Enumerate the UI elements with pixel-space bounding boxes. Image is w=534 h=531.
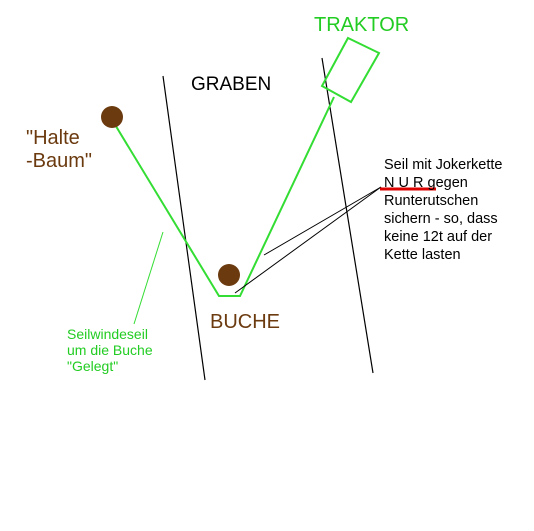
traktor-label: TRAKTOR <box>314 14 410 36</box>
note-line-4: sichern - so, dass <box>384 211 498 227</box>
halte-baum-label: "Halte -Baum" <box>26 127 92 173</box>
halte-baum-line-1: "Halte <box>26 127 80 149</box>
tractor-shape <box>320 36 381 104</box>
note-line-1: Seil mit Jokerkette <box>384 157 503 173</box>
seilwindeseil-line-3: "Gelegt" <box>67 358 119 375</box>
seilwinde-pointer-line <box>133 231 164 325</box>
note-line-6: Kette lasten <box>384 247 461 263</box>
buche-label: BUCHE <box>210 311 281 333</box>
note-pointer-line-1 <box>234 186 382 294</box>
seilwindeseil-line-1: Seilwindeseil <box>67 326 148 342</box>
ditch-right-line <box>321 57 374 374</box>
graben-label: GRABEN <box>191 74 272 95</box>
note-line-5: keine 12t auf der <box>384 229 493 245</box>
halte-baum-tree <box>101 106 123 128</box>
note-line-2: N U R gegen <box>384 175 468 191</box>
note-line-3: Runterutschen <box>384 193 479 209</box>
note-pointer-line-2 <box>263 186 382 256</box>
winch-rope <box>110 96 335 297</box>
ditch-left-line <box>162 75 206 381</box>
halte-baum-line-2: -Baum" <box>26 150 93 172</box>
seilwindeseil-line-2: um die Buche <box>67 342 153 359</box>
buche-tree <box>218 264 240 286</box>
jokerkette-note: Seil mit Jokerkette N U R gegen Runterut… <box>384 156 502 264</box>
seilwindeseil-label: Seilwindeseil um die Buche "Gelegt" <box>67 326 153 374</box>
